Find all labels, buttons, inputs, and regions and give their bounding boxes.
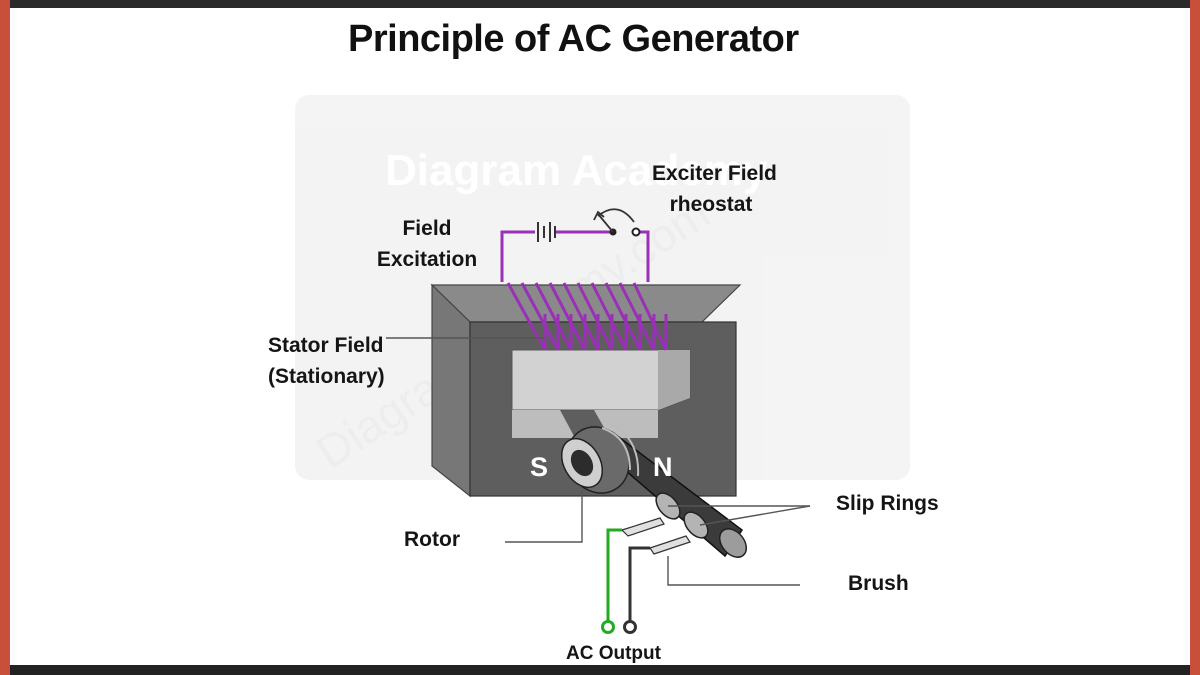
left-frame-border [0, 0, 10, 675]
diagram-title: Principle of AC Generator [348, 18, 799, 60]
brush-2 [649, 535, 691, 555]
coil-turn [534, 282, 573, 351]
output-wire-green [606, 528, 622, 622]
field-coil [506, 282, 668, 351]
coil-front-turns [543, 314, 668, 350]
coil-turn [506, 282, 547, 351]
coil-turn [618, 282, 656, 351]
leader-slip-ring-2 [699, 505, 811, 526]
field-excitation-line1: Field [402, 217, 452, 240]
shaft-end [718, 528, 748, 558]
pole-s-body [512, 438, 576, 470]
rotor-winding [601, 423, 640, 477]
leader-brush [667, 556, 800, 586]
stator-window-depth [658, 350, 690, 410]
coil-turn [590, 282, 628, 351]
rotor-label: Rotor [404, 528, 460, 551]
rotor-hub [570, 449, 594, 477]
ac-output-label: AC Output [566, 643, 661, 664]
stator-left-face [431, 283, 471, 498]
switch-contact [631, 227, 641, 237]
output-terminal-1 [601, 620, 615, 634]
brush-1 [620, 517, 665, 537]
watermark-title: Diagram Academy [385, 146, 768, 195]
field-excitation-label: Field Excitation [374, 213, 480, 275]
coil-turn [632, 282, 668, 351]
bottom-frame-band [0, 665, 1200, 675]
output-wire-dark [628, 546, 650, 622]
rheostat-switch-icon [593, 208, 641, 237]
output-terminal-2 [623, 620, 637, 634]
leader-lines [386, 337, 811, 586]
stator-field-line1: Stator Field [268, 334, 384, 357]
slip-rings-label: Slip Rings [836, 492, 939, 515]
pole-south-label: S [530, 452, 548, 482]
coil-turn [576, 282, 614, 351]
coil-turn [604, 282, 642, 351]
leader-rotor [505, 490, 583, 543]
slip-ring-2 [683, 511, 709, 539]
right-frame-border [1190, 0, 1200, 675]
coil-turn [548, 282, 587, 351]
brush-label: Brush [848, 572, 909, 595]
top-frame-band [0, 0, 1200, 8]
stator-field-label: Stator Field (Stationary) [268, 330, 385, 392]
excitation-wire-left [500, 230, 535, 282]
rheostat-arrowhead [593, 210, 605, 221]
coil-turn [562, 282, 600, 351]
exciter-field-line2: rheostat [669, 193, 753, 216]
field-excitation-line2: Excitation [376, 248, 478, 271]
stator-field-line2: (Stationary) [268, 365, 385, 388]
pole-north-label: N [653, 452, 673, 482]
stator-yoke [430, 283, 742, 498]
pole-s-shoe [512, 410, 575, 438]
exciter-field-line1: Exciter Field [652, 162, 777, 185]
exciter-field-label: Exciter Field rheostat [652, 158, 777, 220]
coil-turn [520, 282, 560, 351]
rheostat-arm [597, 213, 614, 233]
battery-icon [537, 222, 556, 242]
